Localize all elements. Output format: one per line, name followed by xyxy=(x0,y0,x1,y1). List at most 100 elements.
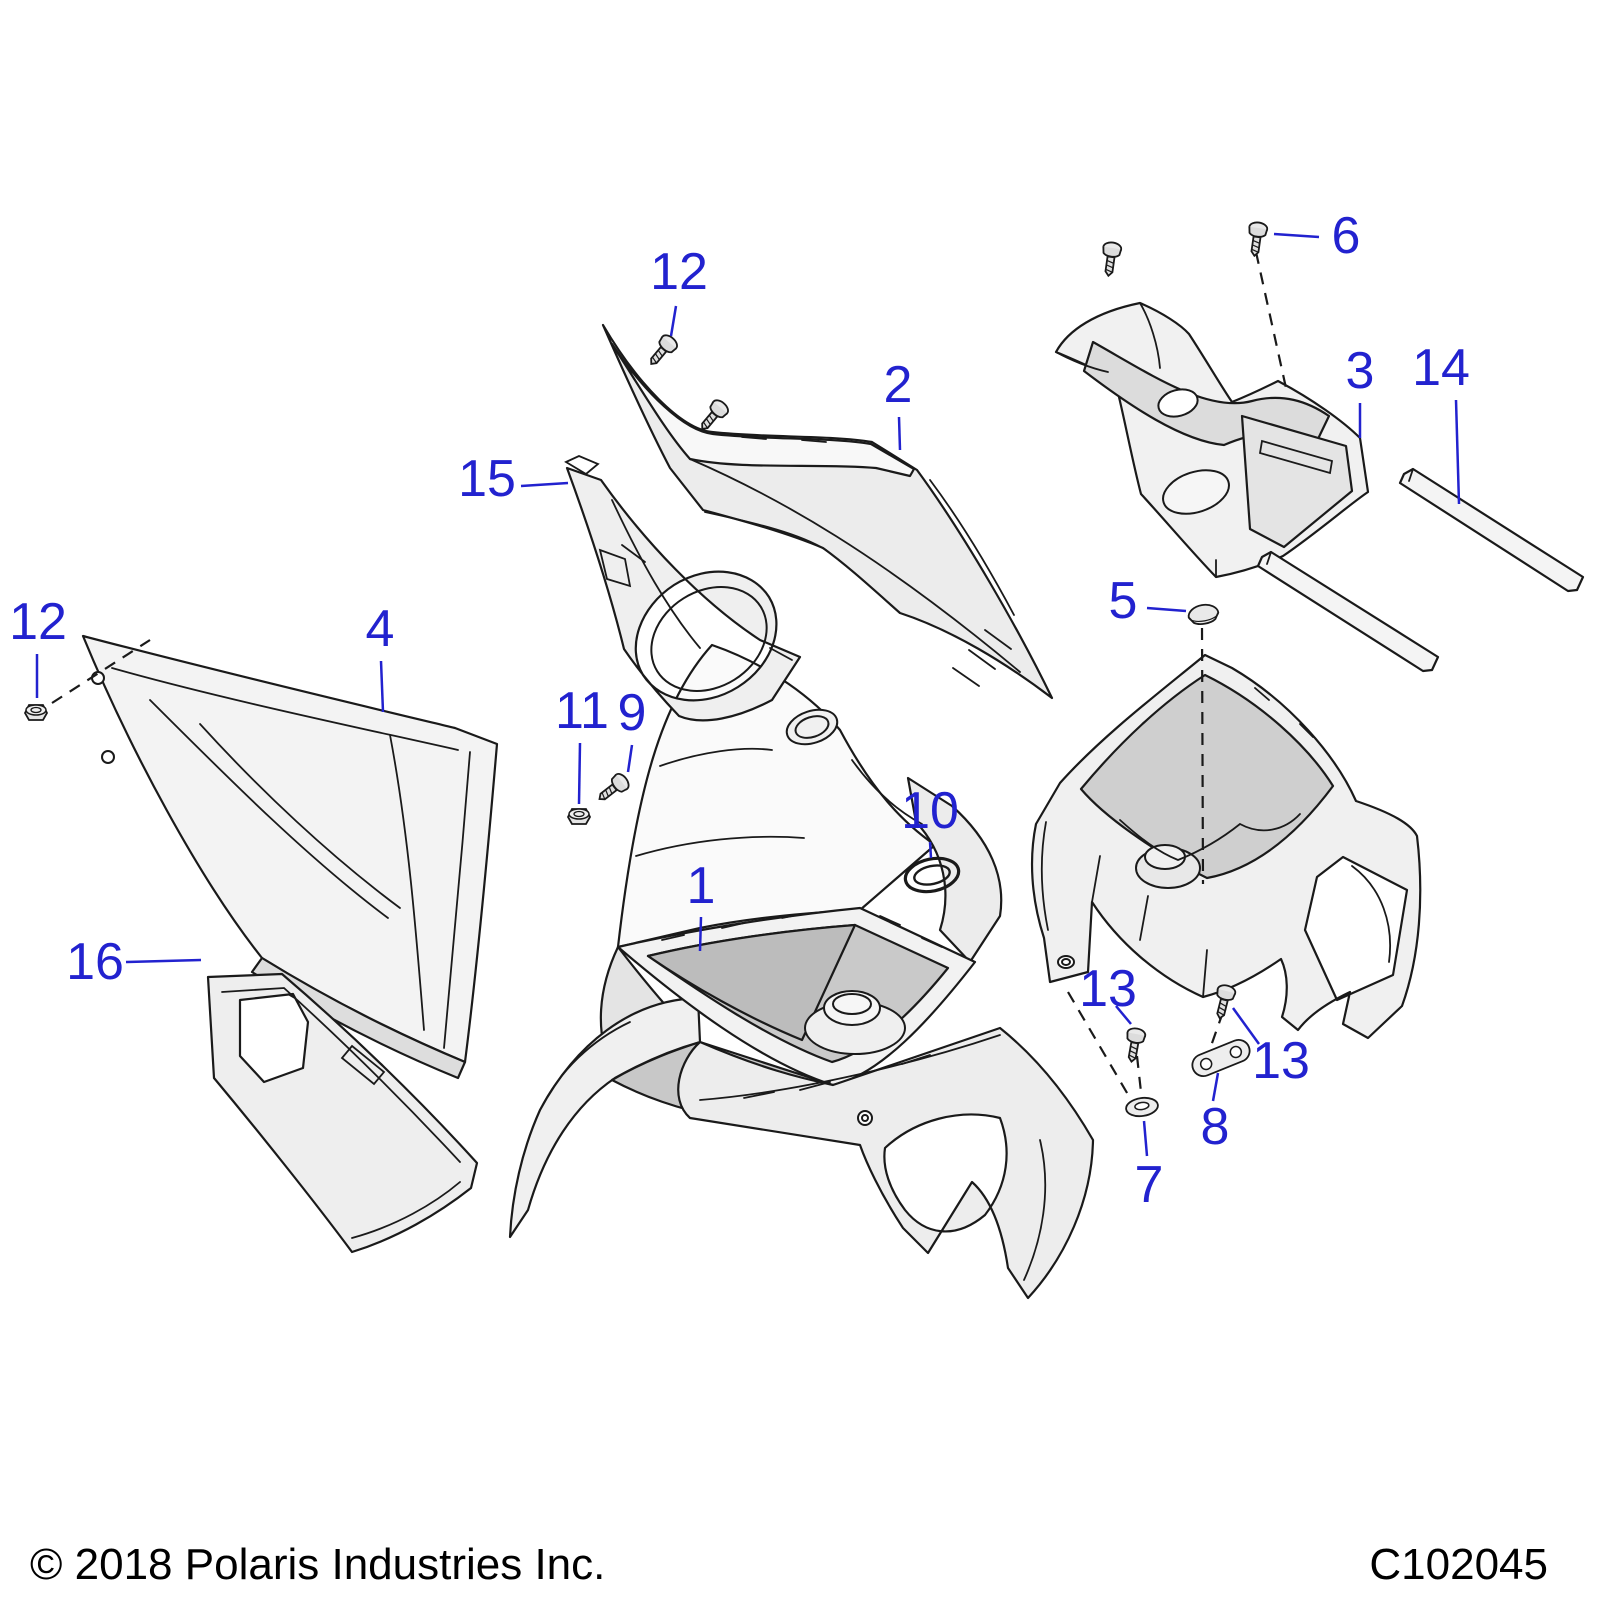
front-cab-detail-0 xyxy=(659,747,773,767)
pod-ellipse-0 xyxy=(1157,388,1199,418)
access-panel-detail-2 xyxy=(340,1044,386,1086)
left-side-panel xyxy=(81,634,499,1080)
pod-bezel-detail-3 xyxy=(769,647,793,661)
rear-cab-section-detail-2 xyxy=(1351,865,1391,963)
callout-1-leader-12 xyxy=(698,916,703,952)
pod-detail-1 xyxy=(1139,302,1161,369)
callout-11-leader-9 xyxy=(577,742,582,805)
front-cab-detail-5 xyxy=(539,1021,631,1111)
side-panel-right xyxy=(601,323,1054,700)
left-side-panel-ellipse-0 xyxy=(91,671,105,685)
front-cab-layer-7 xyxy=(646,923,857,1042)
callout-11-label-9: 11 xyxy=(555,682,609,740)
rear-cab-section-layer-1 xyxy=(1079,673,1335,880)
assembly-dashed-line-2 xyxy=(1200,627,1205,885)
o-ring xyxy=(903,856,961,894)
screw-6-b-screw-icon xyxy=(1102,241,1123,278)
callout-1-label-12: 1 xyxy=(687,857,716,915)
pod-layer-2 xyxy=(1240,414,1354,549)
callout-7-label-17: 7 xyxy=(1135,1156,1164,1214)
access-panel xyxy=(206,972,479,1254)
callout-14-label-4: 14 xyxy=(1412,339,1470,397)
o-ring-ellipse-0 xyxy=(903,856,961,894)
pod-bezel-layer-0 xyxy=(565,466,802,722)
rear-cab-section-detail-3 xyxy=(1254,687,1314,738)
rear-cab-section-detail-0 xyxy=(1119,813,1301,861)
callout-4-leader-8 xyxy=(379,660,385,713)
callout-5-leader-6 xyxy=(1146,606,1187,613)
pod xyxy=(1054,301,1370,579)
access-panel-detail-0 xyxy=(221,987,461,1163)
nut-12-nut-icon xyxy=(23,704,49,721)
pod-ellipse-1 xyxy=(1162,469,1230,515)
trim-strips-detail-0 xyxy=(1408,468,1414,482)
callout-16-label-13: 16 xyxy=(66,933,124,991)
assembly-dashed-line-1 xyxy=(1254,251,1288,389)
front-cab-detail-2 xyxy=(699,1034,1001,1101)
front-cab-detail-8 xyxy=(851,759,923,825)
callout-3-label-3: 3 xyxy=(1346,342,1375,400)
callout-10-leader-11 xyxy=(928,841,933,859)
callout-13-label-14: 13 xyxy=(1079,960,1137,1018)
callout-10-label-11: 10 xyxy=(901,782,959,840)
front-cab-detail-6 xyxy=(661,913,803,941)
callout-8-leader-16 xyxy=(1211,1072,1220,1102)
pod-bezel-detail-0 xyxy=(564,455,600,476)
front-cab-ellipse-5 xyxy=(832,993,872,1015)
front-cab-detail-3 xyxy=(743,1054,931,1099)
screw-13-b-screw-icon xyxy=(1216,984,1237,1020)
callout-2-leader-1 xyxy=(897,416,902,451)
front-cab-detail-1 xyxy=(635,835,805,857)
diagram-id: C102045 xyxy=(1369,1540,1548,1589)
pod-detail-2 xyxy=(1055,351,1109,373)
left-side-panel-detail-2 xyxy=(149,699,389,919)
side-panel-right-detail-4 xyxy=(929,479,1015,616)
rear-cab-section-detail-5 xyxy=(1091,855,1101,903)
pod-bezel-detail-1 xyxy=(598,548,632,588)
front-cab-detail-7 xyxy=(879,915,943,948)
callout-15-label-5: 15 xyxy=(458,450,516,508)
callout-8-label-16: 8 xyxy=(1201,1098,1230,1156)
access-panel-layer-0 xyxy=(206,972,479,1254)
callout-9-label-10: 9 xyxy=(618,684,647,742)
assembly-dashed-line-3 xyxy=(1135,1055,1143,1093)
side-panel-right-detail-2 xyxy=(952,629,1012,687)
side-panel-right-layer-0 xyxy=(601,323,1054,700)
side-panel-right-layer-1 xyxy=(610,342,916,478)
rear-cab-section-detail-4 xyxy=(1139,895,1208,998)
left-side-panel-ellipse-1 xyxy=(101,750,115,764)
pod-bezel-detail-4 xyxy=(611,499,701,649)
rear-cab-section-ellipse-2 xyxy=(1057,955,1075,969)
washer-7-washer-icon xyxy=(1125,1096,1159,1118)
trim-strips-detail-1 xyxy=(1266,551,1272,565)
rear-cab-section-detail-1 xyxy=(1040,821,1049,931)
trim-strips xyxy=(1256,467,1585,673)
nut-11-nut-icon xyxy=(566,808,592,825)
callout-13-leader-14 xyxy=(1115,1005,1132,1025)
screw-12-b-screw-icon xyxy=(701,399,729,430)
left-side-panel-detail-3 xyxy=(389,734,425,1031)
left-side-panel-detail-4 xyxy=(199,723,401,909)
callout-15-leader-5 xyxy=(520,481,569,488)
callout-16-leader-13 xyxy=(125,958,202,964)
callout-12-label-7: 12 xyxy=(9,593,67,651)
front-cab-layer-3 xyxy=(508,996,702,1239)
side-panel-right-detail-3 xyxy=(741,436,827,443)
callout-13-leader-15 xyxy=(1231,1007,1261,1045)
front-cab-detail-4 xyxy=(1023,1139,1047,1281)
front-cab-ellipse-4 xyxy=(823,990,881,1026)
front-cab-ellipse-1 xyxy=(794,715,830,739)
screw-13-a-screw-icon xyxy=(1126,1027,1147,1063)
callout-12-leader-0 xyxy=(669,305,678,337)
pod-bezel xyxy=(564,455,802,722)
callout-9-leader-10 xyxy=(626,744,634,773)
front-cab-layer-8 xyxy=(677,1026,1095,1300)
left-side-panel-detail-0 xyxy=(111,667,459,751)
front-cab-ellipse-6 xyxy=(857,1110,873,1126)
rear-cab-section-ellipse-1 xyxy=(1144,844,1186,870)
side-panel-right-detail-1 xyxy=(704,511,827,551)
screw-12-a-screw-icon xyxy=(650,334,678,365)
callout-6-leader-2 xyxy=(1273,232,1320,239)
